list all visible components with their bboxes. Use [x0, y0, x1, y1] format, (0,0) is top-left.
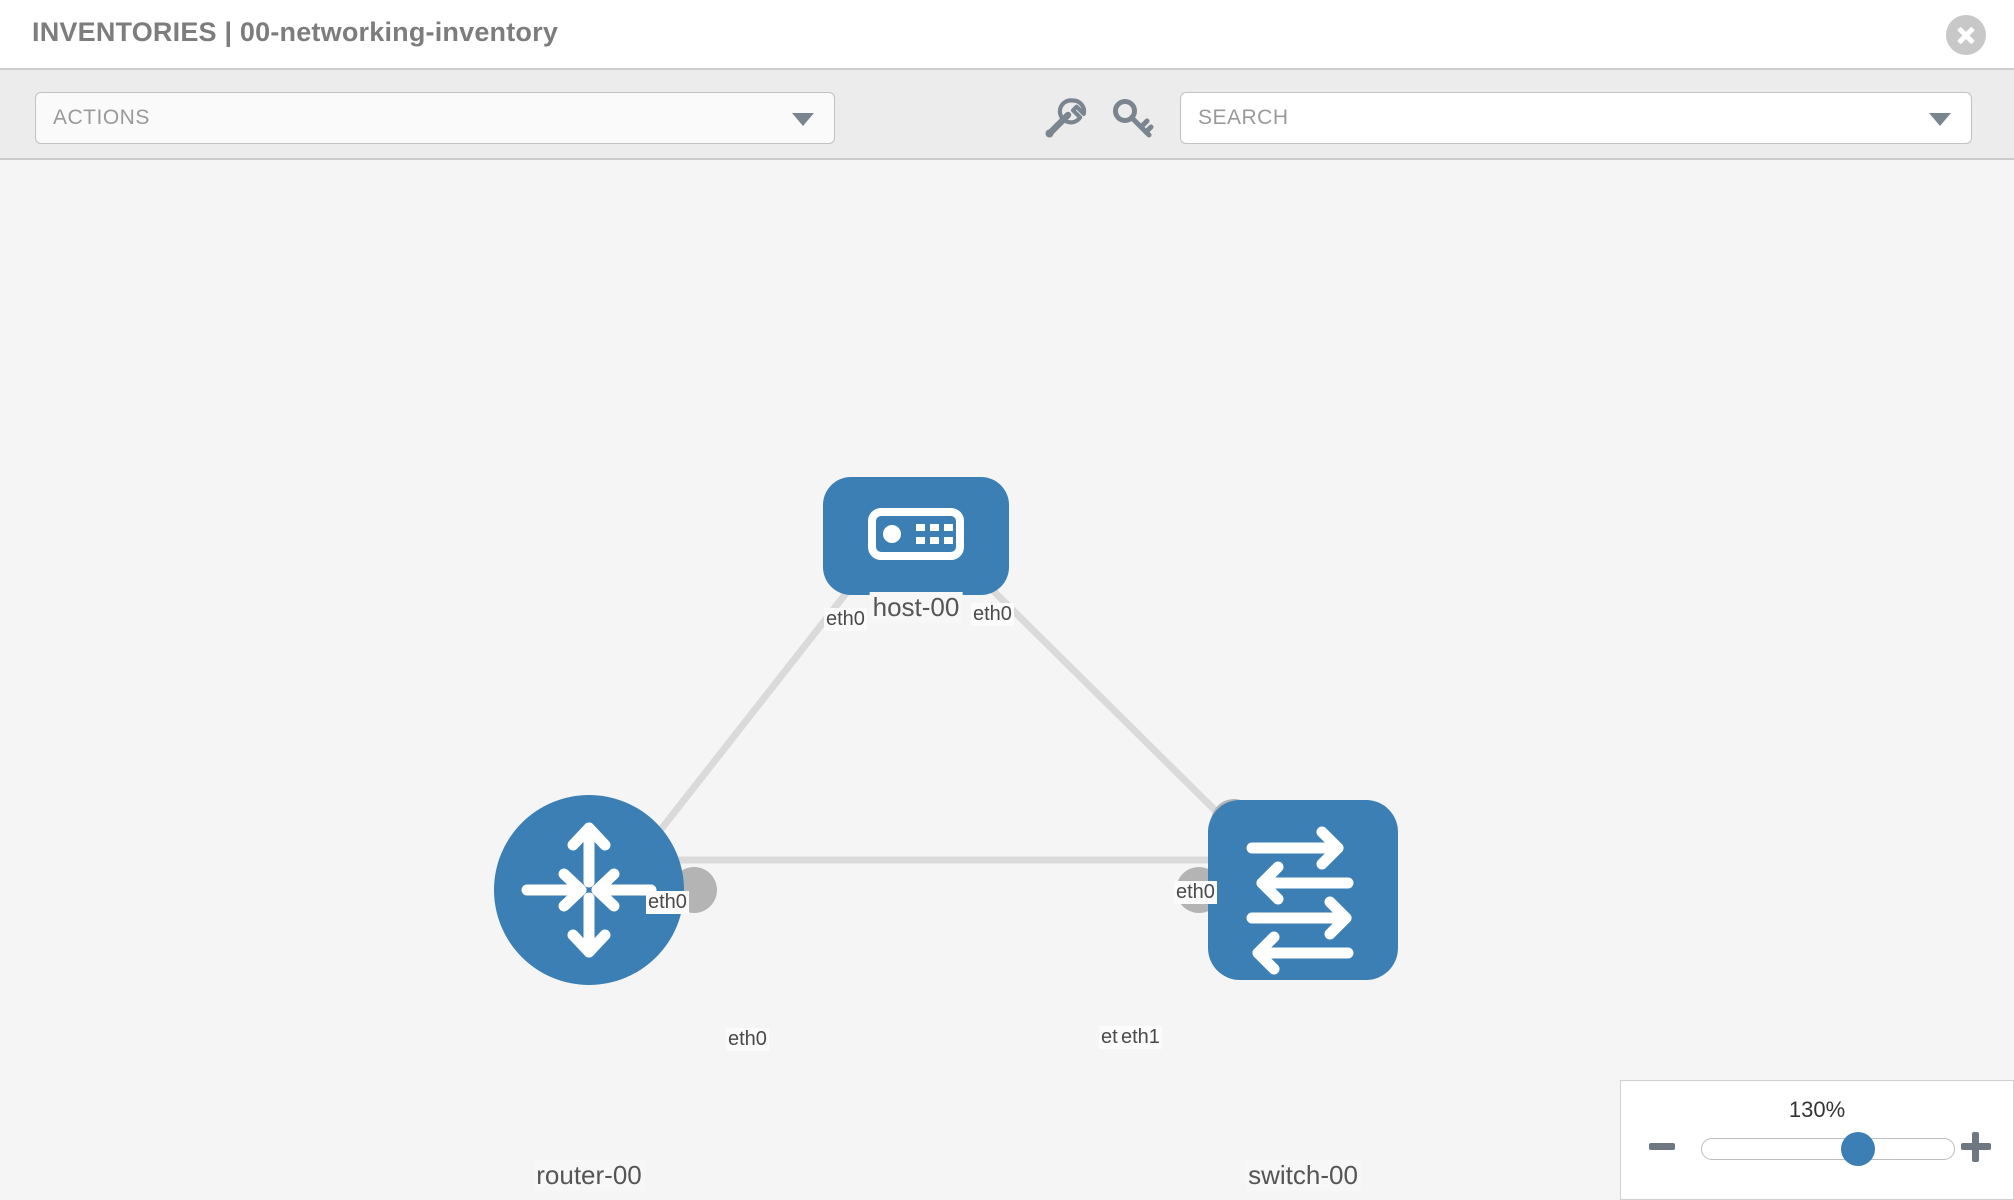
port-label-switch-eth1: eth1: [1119, 1026, 1162, 1049]
topology-links: [634, 547, 1240, 864]
plus-icon[interactable]: [1961, 1132, 1991, 1162]
link-host-switch[interactable]: [949, 547, 1240, 835]
port-label-host-eth0-left: eth0: [824, 608, 867, 631]
router-arrows-icon: [521, 822, 657, 958]
switch-arrows-icon: [1246, 826, 1354, 975]
topology-graph: [494, 477, 1398, 985]
plus-icon-vertical: [1972, 1132, 1979, 1162]
search-input[interactable]: SEARCH: [1180, 92, 1972, 144]
chevron-down-icon: [1929, 113, 1951, 126]
page-title: INVENTORIES | 00-networking-inventory: [32, 17, 559, 47]
node-label-router-00: router-00: [533, 1160, 645, 1191]
toolbar: ACTIONS SEARCH: [0, 70, 2014, 160]
close-icon[interactable]: [1946, 15, 1986, 55]
zoom-control-panel: 130%: [1620, 1080, 2014, 1200]
actions-dropdown[interactable]: ACTIONS: [35, 92, 835, 144]
port-label-switch-uplink-eth0: eth0: [1174, 881, 1217, 904]
port-label-router-uplink-eth0: eth0: [646, 891, 689, 914]
topology-canvas[interactable]: host-00 router-00 switch-00 eth0 eth0 et…: [0, 160, 2014, 1200]
key-icon[interactable]: [1108, 94, 1156, 142]
node-router-00[interactable]: [494, 795, 684, 985]
node-label-host-00: host-00: [869, 592, 963, 623]
actions-dropdown-label: ACTIONS: [53, 106, 150, 129]
page-header: INVENTORIES | 00-networking-inventory: [0, 0, 2014, 70]
zoom-level-value: 130%: [1788, 1097, 1846, 1122]
minus-icon[interactable]: [1649, 1143, 1675, 1150]
port-label-router-eth0: eth0: [726, 1028, 769, 1051]
search-input-placeholder: SEARCH: [1198, 106, 1289, 129]
server-icon: [868, 508, 964, 560]
port-label-host-eth0-right: eth0: [971, 603, 1014, 626]
zoom-slider-thumb[interactable]: [1841, 1132, 1876, 1166]
zoom-slider[interactable]: [1701, 1132, 1955, 1166]
node-host-00[interactable]: [823, 477, 1009, 595]
link-router-host[interactable]: [634, 547, 883, 863]
wrench-icon[interactable]: [1040, 94, 1088, 142]
node-switch-00[interactable]: [1208, 800, 1398, 980]
node-label-switch-00: switch-00: [1245, 1160, 1361, 1191]
chevron-down-icon: [792, 113, 814, 126]
